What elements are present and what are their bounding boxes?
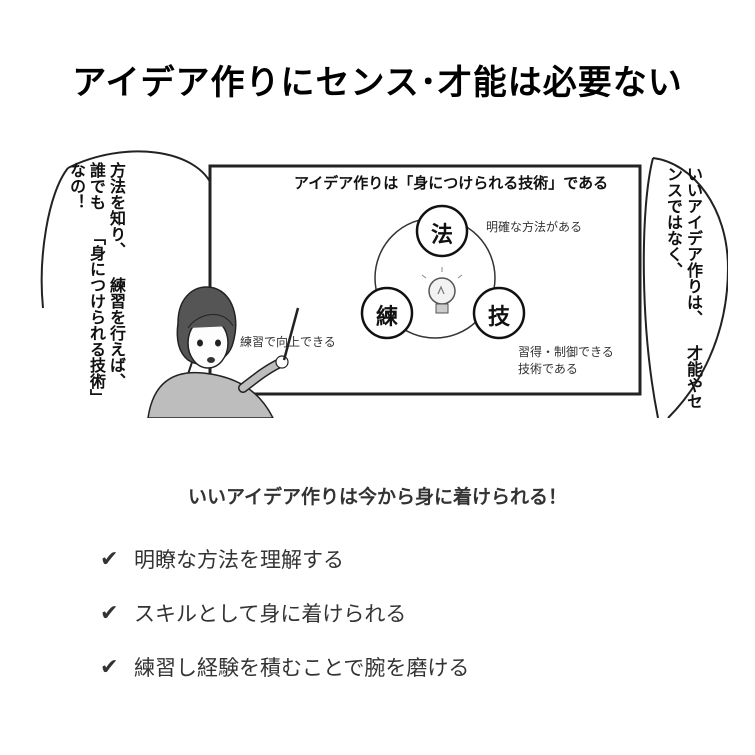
check-item-text: スキルとして身に着けられる [134,602,407,626]
right-speech-bubble [652,157,728,418]
left-bubble-line3: 誰でも [87,162,106,210]
page-title: アイデア作りにセンス･才能は必要ない [72,63,683,103]
pointer-stick [282,307,300,361]
check-icon: ✔ [100,654,119,680]
skill-circle-technique [472,286,526,340]
check-list: ✔ 明瞭な方法を理解する ✔ スキルとして身に着けられる ✔ 練習し経験を積むこ… [100,532,469,694]
whiteboard [208,164,642,396]
check-icon: ✔ [100,600,119,626]
check-icon: ✔ [100,546,119,572]
check-item-text: 練習し経験を積むことで腕を磨ける [134,656,470,680]
lightbulb-icon [421,267,463,314]
presenter-character [147,286,289,418]
skill-method-label: 法 [430,223,453,248]
right-bubble-line1: いいアイデア作りは、 [684,166,703,326]
note-technique-line1: 習得・制御できる [518,345,614,359]
right-bubble-text: いいアイデア作りは、 才能やセンスではなく、 [663,166,703,418]
note-practice: 練習で向上できる [240,335,336,349]
note-method: 明確な方法がある [486,220,583,234]
check-item: ✔ 練習し経験を積むことで腕を磨ける [100,640,469,694]
left-bubble-line4: 「身につけられる技術」 [87,229,106,405]
manga-illustration: 方法を知り、 練習を行えば、 誰でも 「身につけられる技術」 なの！ アイデア作… [28,148,728,418]
left-bubble-line1: 方法を知り、 [107,162,126,258]
skill-circle-method [415,204,469,258]
summary-heading: いいアイデア作りは今から身に着けられる！ [187,486,568,508]
skill-practice-label: 練 [375,305,398,330]
skill-circle-practice [360,286,414,340]
board-title: アイデア作りは「身につけられる技術」である [294,174,609,192]
check-item-text: 明瞭な方法を理解する [134,548,344,572]
check-item: ✔ スキルとして身に着けられる [100,586,469,640]
left-bubble-line2: 練習を行えば、 [107,277,126,389]
left-bubble-line5: なの！ [67,162,86,210]
right-bubble-line2: 才能やセンスではなく、 [664,166,703,409]
skill-technique-label: 技 [487,305,510,330]
check-item: ✔ 明瞭な方法を理解する [100,532,469,586]
left-bubble-text: 方法を知り、 練習を行えば、 誰でも 「身につけられる技術」 なの！ [66,162,126,418]
note-technique-line2: 技術である [518,362,578,376]
illustration-drawing [40,150,728,418]
